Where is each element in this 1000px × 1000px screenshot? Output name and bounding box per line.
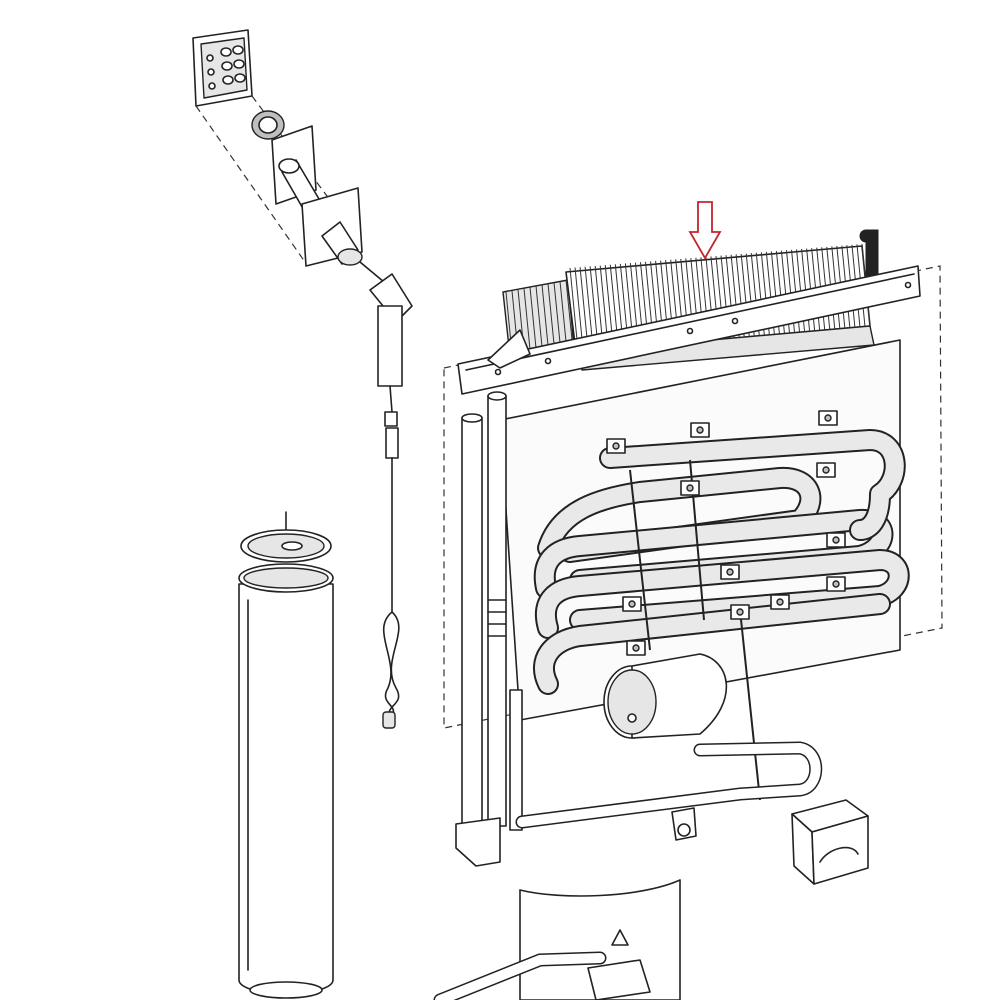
mounting-bracket bbox=[457, 265, 921, 395]
pipe-clip bbox=[730, 604, 750, 620]
absorber-coils bbox=[533, 410, 910, 801]
flue-baffle-disc bbox=[240, 511, 332, 563]
flue-chimney-tube bbox=[238, 563, 334, 999]
pipe-clip bbox=[626, 640, 646, 656]
highlight-arrow-icon bbox=[688, 201, 722, 260]
condenser-fin bbox=[569, 267, 579, 351]
condenser-fin bbox=[579, 267, 589, 350]
thermocouple-wire bbox=[369, 273, 413, 729]
pipe-clip bbox=[770, 594, 790, 610]
pipe-clip bbox=[680, 480, 700, 496]
pipe-clip bbox=[818, 410, 838, 426]
drip-cup bbox=[791, 799, 869, 885]
pipe-clip bbox=[690, 422, 710, 438]
boiler-pipe bbox=[433, 391, 823, 1000]
pipe-clip bbox=[826, 576, 846, 592]
pipe-clip bbox=[622, 596, 642, 612]
pipe-clip bbox=[606, 438, 626, 454]
control-panel-plate bbox=[192, 29, 253, 107]
pipe-clip bbox=[816, 462, 836, 478]
pipe-clip bbox=[720, 564, 740, 580]
condenser-fin bbox=[574, 267, 584, 350]
burner-tube-assembly bbox=[251, 110, 385, 283]
pipe-clip bbox=[826, 532, 846, 548]
